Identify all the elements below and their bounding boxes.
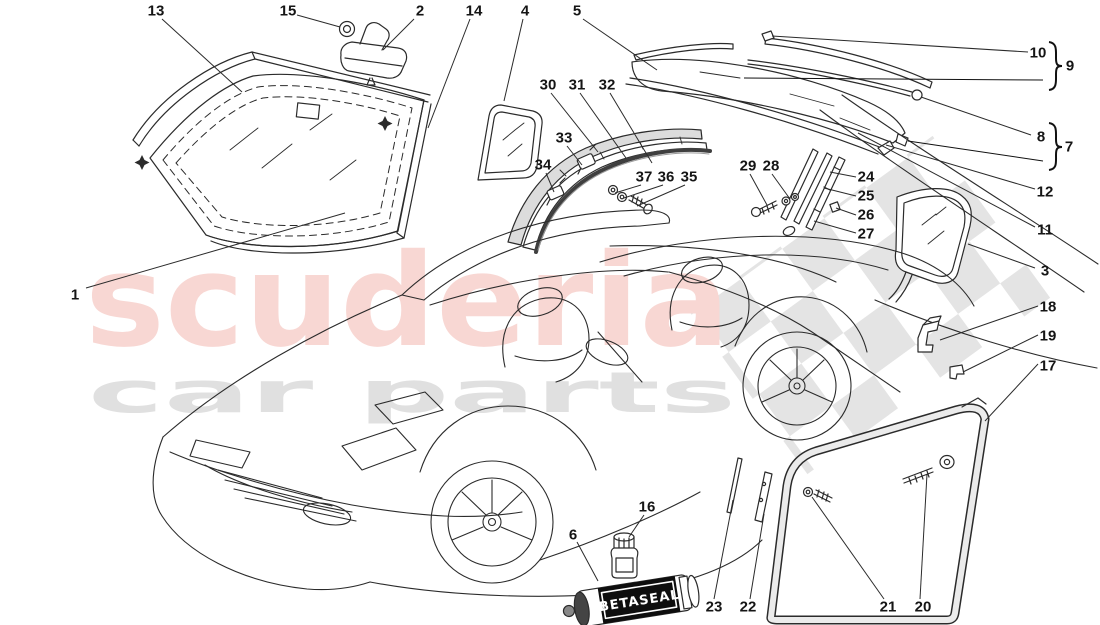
leader-line-16 (628, 514, 645, 538)
callout-31[interactable]: 31 (568, 76, 586, 94)
leader-line-31 (579, 92, 627, 159)
leader-line-13 (161, 18, 243, 93)
leader-line-21 (811, 496, 885, 600)
mirror-mount-grommet (338, 20, 356, 38)
callout-25[interactable]: 25 (857, 187, 875, 205)
quarter-window-right (888, 188, 972, 303)
callout-20[interactable]: 20 (914, 598, 932, 616)
leader-line-12 (885, 144, 1036, 190)
leader-line-33 (566, 145, 583, 166)
callout-18[interactable]: 18 (1039, 298, 1057, 316)
callout-17[interactable]: 17 (1039, 357, 1057, 375)
leader-line-20 (919, 473, 928, 600)
callout-15[interactable]: 15 (279, 2, 297, 20)
quarter-window-left (477, 104, 543, 181)
leader-line-32 (609, 92, 653, 164)
rear-view-mirror (340, 22, 408, 86)
callout-19[interactable]: 19 (1039, 327, 1057, 345)
leader-line-1 (85, 212, 346, 289)
windshield-outer-trim (132, 51, 432, 254)
leader-line-11 (857, 132, 1036, 228)
callout-24[interactable]: 24 (857, 168, 875, 186)
leader-line-6 (576, 541, 599, 582)
callout-28[interactable]: 28 (762, 157, 780, 175)
callout-32[interactable]: 32 (598, 76, 616, 94)
leader-line-27 (813, 220, 857, 234)
door-seal-frame (766, 397, 990, 625)
callout-1[interactable]: 1 (70, 286, 80, 304)
callout-23[interactable]: 23 (705, 598, 723, 616)
leader-line-17 (984, 363, 1039, 422)
callout-2[interactable]: 2 (415, 2, 425, 20)
callout-37[interactable]: 37 (635, 168, 653, 186)
leader-line-29 (749, 173, 768, 206)
leader-line-19 (962, 334, 1039, 373)
leader-line-28 (771, 173, 791, 200)
leader-line-18 (939, 305, 1039, 341)
leader-line-25 (823, 187, 857, 197)
callout-34[interactable]: 34 (534, 156, 552, 174)
callout-16[interactable]: 16 (638, 498, 656, 516)
primer-bottle (610, 532, 639, 579)
leader-line-36 (623, 184, 664, 199)
leader-line-14 (427, 18, 471, 129)
leader-line-23 (713, 499, 734, 600)
leader-line-3 (967, 243, 1036, 269)
door-seal-fixings (726, 454, 955, 523)
callout-4[interactable]: 4 (520, 2, 530, 20)
callout-30[interactable]: 30 (539, 76, 557, 94)
callout-13[interactable]: 13 (147, 2, 165, 20)
callout-8[interactable]: 8 (1036, 128, 1046, 146)
windshield-glass (134, 73, 425, 248)
callout-5[interactable]: 5 (572, 2, 582, 20)
leader-line-30 (550, 92, 599, 153)
leader-line-10 (771, 35, 1029, 53)
leader-line-5 (582, 18, 658, 71)
gasket-clip-33 (576, 143, 597, 175)
callout-6[interactable]: 6 (568, 526, 578, 544)
leader-lines (85, 14, 1039, 600)
sealant-cartridge: BETASEAL (562, 574, 700, 625)
callout-27[interactable]: 27 (857, 225, 875, 243)
leader-line-24 (829, 171, 857, 178)
watermark-brand-text: scuderia (85, 227, 730, 376)
quarter-window-brackets (750, 148, 846, 237)
leader-line-8 (920, 96, 1032, 136)
callout-21[interactable]: 21 (879, 598, 897, 616)
callout-10[interactable]: 10 (1029, 44, 1047, 62)
callout-3[interactable]: 3 (1040, 262, 1050, 280)
door-seal-clip-18 (917, 315, 942, 353)
watermark-tagline-text: car parts (88, 361, 736, 426)
callout-29[interactable]: 29 (739, 157, 757, 175)
brace-group-9 (1048, 41, 1063, 91)
leader-line-15 (296, 14, 341, 28)
door-seal-clip-19 (949, 364, 965, 380)
gasket-clip-34 (546, 177, 566, 206)
callout-9[interactable]: 9 (1065, 57, 1075, 75)
callout-22[interactable]: 22 (739, 598, 757, 616)
leader-line-34 (545, 172, 555, 193)
callout-14[interactable]: 14 (465, 2, 483, 20)
callout-7[interactable]: 7 (1064, 138, 1074, 156)
callout-36[interactable]: 36 (657, 168, 675, 186)
leader-line-26 (835, 207, 857, 216)
leader-line-37 (614, 184, 642, 194)
callout-35[interactable]: 35 (680, 168, 698, 186)
car-body (152, 94, 1099, 597)
callout-12[interactable]: 12 (1036, 183, 1054, 201)
callout-26[interactable]: 26 (857, 206, 875, 224)
leader-line-22 (749, 513, 765, 600)
group-braces (743, 41, 1063, 171)
leader-line-2 (382, 18, 415, 51)
callout-33[interactable]: 33 (555, 129, 573, 147)
gasket-fasteners-35-36-37 (607, 184, 653, 215)
callout-11[interactable]: 11 (1037, 221, 1053, 239)
leader-line-35 (636, 184, 686, 207)
leader-line-4 (503, 18, 524, 102)
brace-group-7 (1048, 122, 1063, 171)
